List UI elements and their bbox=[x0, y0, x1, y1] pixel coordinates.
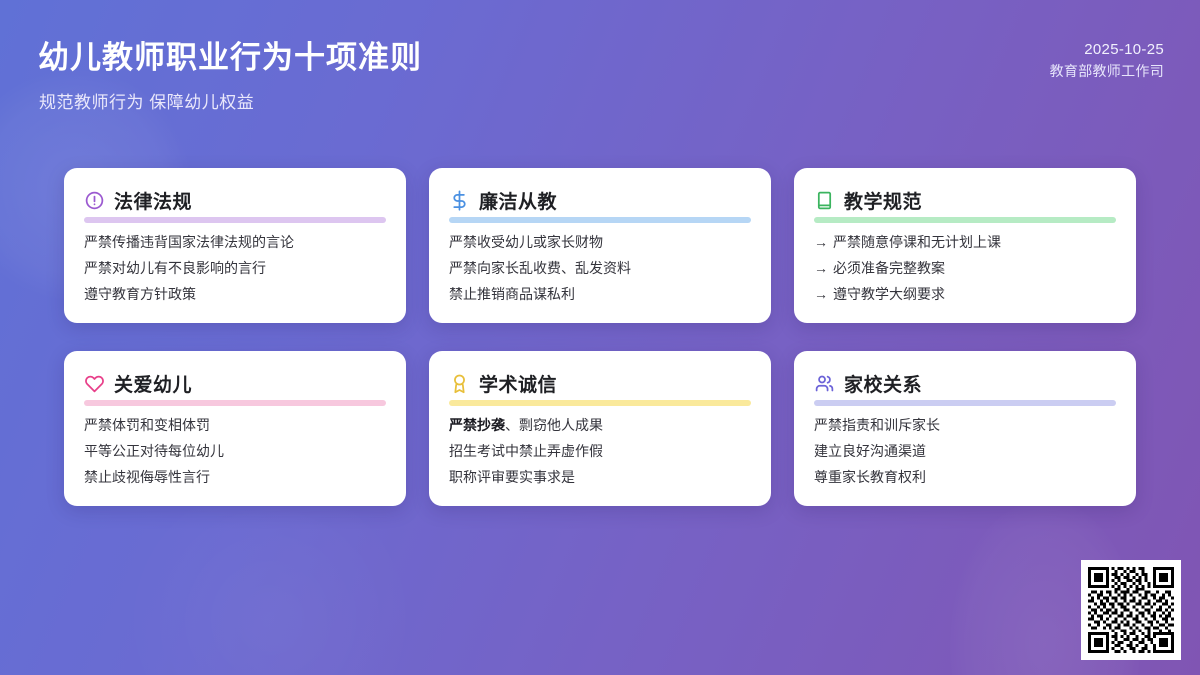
award-icon bbox=[449, 373, 470, 394]
guideline-card-grid: 法律法规严禁传播违背国家法律法规的言论严禁对幼儿有不良影响的言行遵守教育方针政策… bbox=[64, 168, 1136, 506]
arrow-icon: → bbox=[814, 234, 828, 250]
card-header: 学术诚信 bbox=[449, 368, 751, 398]
page-subtitle: 规范教师行为 保障幼儿权益 bbox=[39, 93, 255, 112]
list-item: 平等公正对待每位幼儿 bbox=[84, 444, 386, 458]
users-icon bbox=[814, 373, 835, 394]
card-title: 教学规范 bbox=[844, 191, 923, 213]
exclamation-circle-icon bbox=[84, 190, 105, 211]
list-item-text: 必须准备完整教案 bbox=[833, 260, 945, 276]
guideline-card: 学术诚信严禁抄袭、剽窃他人成果招生考试中禁止弄虚作假职称评审要实事求是 bbox=[429, 351, 771, 506]
arrow-icon: → bbox=[814, 286, 828, 302]
header-date: 2025-10-25 bbox=[1084, 41, 1164, 58]
card-header: 家校关系 bbox=[814, 368, 1116, 398]
list-item-text: 、剽窃他人成果 bbox=[505, 417, 603, 433]
list-item: 严禁传播违背国家法律法规的言论 bbox=[84, 235, 386, 249]
list-item: 职称评审要实事求是 bbox=[449, 470, 751, 484]
card-title: 学术诚信 bbox=[479, 374, 558, 396]
guideline-card: 关爱幼儿严禁体罚和变相体罚平等公正对待每位幼儿禁止歧视侮辱性言行 bbox=[64, 351, 406, 506]
slide-header: 幼儿教师职业行为十项准则 规范教师行为 保障幼儿权益 2025-10-25 教育… bbox=[0, 0, 1200, 150]
card-accent-rule bbox=[449, 400, 751, 406]
list-item-text: 严禁收受幼儿或家长财物 bbox=[449, 234, 603, 250]
card-item-list: 严禁收受幼儿或家长财物严禁向家长乱收费、乱发资料禁止推销商品谋私利 bbox=[449, 235, 751, 301]
list-item-text: 遵守教学大纲要求 bbox=[833, 286, 945, 302]
list-item: 严禁收受幼儿或家长财物 bbox=[449, 235, 751, 249]
list-item: 严禁体罚和变相体罚 bbox=[84, 418, 386, 432]
guideline-card: 教学规范 → 严禁随意停课和无计划上课 → 必须准备完整教案 → 遵守教学大纲要求 bbox=[794, 168, 1136, 323]
qr-code-image bbox=[1088, 567, 1174, 653]
heart-icon bbox=[84, 373, 105, 394]
list-item-text: 平等公正对待每位幼儿 bbox=[84, 443, 224, 459]
list-item-text: 严禁传播违背国家法律法规的言论 bbox=[84, 234, 294, 250]
list-item: 禁止歧视侮辱性言行 bbox=[84, 470, 386, 484]
list-item: 严禁抄袭、剽窃他人成果 bbox=[449, 418, 751, 432]
list-item-text: 严禁向家长乱收费、乱发资料 bbox=[449, 260, 631, 276]
qr-code[interactable] bbox=[1081, 560, 1181, 660]
list-item: 招生考试中禁止弄虚作假 bbox=[449, 444, 751, 458]
guideline-card: 廉洁从教严禁收受幼儿或家长财物严禁向家长乱收费、乱发资料禁止推销商品谋私利 bbox=[429, 168, 771, 323]
list-item: 遵守教育方针政策 bbox=[84, 287, 386, 301]
list-item: 严禁对幼儿有不良影响的言行 bbox=[84, 261, 386, 275]
card-title: 廉洁从教 bbox=[479, 191, 558, 213]
card-header: 教学规范 bbox=[814, 185, 1116, 215]
list-item-text: 严禁对幼儿有不良影响的言行 bbox=[84, 260, 266, 276]
card-title: 家校关系 bbox=[844, 374, 923, 396]
card-item-list: → 严禁随意停课和无计划上课 → 必须准备完整教案 → 遵守教学大纲要求 bbox=[814, 235, 1116, 301]
header-meta: 2025-10-25 教育部教师工作司 bbox=[1050, 38, 1164, 83]
card-accent-rule bbox=[84, 400, 386, 406]
list-item: 建立良好沟通渠道 bbox=[814, 444, 1116, 458]
list-item-text: 尊重家长教育权利 bbox=[814, 469, 926, 485]
card-item-list: 严禁指责和训斥家长建立良好沟通渠道尊重家长教育权利 bbox=[814, 418, 1116, 484]
list-item: → 必须准备完整教案 bbox=[814, 261, 1116, 275]
page-title: 幼儿教师职业行为十项准则 bbox=[38, 40, 422, 75]
list-item: 尊重家长教育权利 bbox=[814, 470, 1116, 484]
card-item-list: 严禁体罚和变相体罚平等公正对待每位幼儿禁止歧视侮辱性言行 bbox=[84, 418, 386, 484]
list-item-text: 严禁体罚和变相体罚 bbox=[84, 417, 210, 433]
list-item-text: 禁止推销商品谋私利 bbox=[449, 286, 575, 302]
guideline-card: 家校关系严禁指责和训斥家长建立良好沟通渠道尊重家长教育权利 bbox=[794, 351, 1136, 506]
list-item-text: 严禁指责和训斥家长 bbox=[814, 417, 940, 433]
card-accent-rule bbox=[84, 217, 386, 223]
arrow-icon: → bbox=[814, 260, 828, 276]
card-accent-rule bbox=[449, 217, 751, 223]
list-item-text: 遵守教育方针政策 bbox=[84, 286, 196, 302]
list-item: → 遵守教学大纲要求 bbox=[814, 287, 1116, 301]
dollar-sign-icon bbox=[449, 189, 470, 211]
list-item: 严禁指责和训斥家长 bbox=[814, 418, 1116, 432]
header-organization: 教育部教师工作司 bbox=[1049, 63, 1164, 80]
card-item-list: 严禁抄袭、剽窃他人成果招生考试中禁止弄虚作假职称评审要实事求是 bbox=[449, 418, 751, 484]
list-item: 严禁向家长乱收费、乱发资料 bbox=[449, 261, 751, 275]
card-item-list: 严禁传播违背国家法律法规的言论严禁对幼儿有不良影响的言行遵守教育方针政策 bbox=[84, 235, 386, 301]
guideline-card: 法律法规严禁传播违背国家法律法规的言论严禁对幼儿有不良影响的言行遵守教育方针政策 bbox=[64, 168, 406, 323]
card-title: 法律法规 bbox=[114, 191, 193, 213]
list-item-text: 职称评审要实事求是 bbox=[449, 469, 575, 485]
card-header: 廉洁从教 bbox=[449, 185, 751, 215]
card-accent-rule bbox=[814, 400, 1116, 406]
list-item-text: 禁止歧视侮辱性言行 bbox=[84, 469, 210, 485]
book-icon bbox=[814, 190, 835, 211]
list-item-text: 建立良好沟通渠道 bbox=[814, 443, 926, 459]
list-item: → 严禁随意停课和无计划上课 bbox=[814, 235, 1116, 249]
list-item: 禁止推销商品谋私利 bbox=[449, 287, 751, 301]
list-item-text: 严禁随意停课和无计划上课 bbox=[833, 234, 1001, 250]
card-header: 法律法规 bbox=[84, 185, 386, 215]
list-item-emphasis: 严禁抄袭 bbox=[449, 417, 505, 433]
list-item-text: 招生考试中禁止弄虚作假 bbox=[449, 443, 603, 459]
card-header: 关爱幼儿 bbox=[84, 368, 386, 398]
card-accent-rule bbox=[814, 217, 1116, 223]
card-title: 关爱幼儿 bbox=[114, 374, 193, 396]
